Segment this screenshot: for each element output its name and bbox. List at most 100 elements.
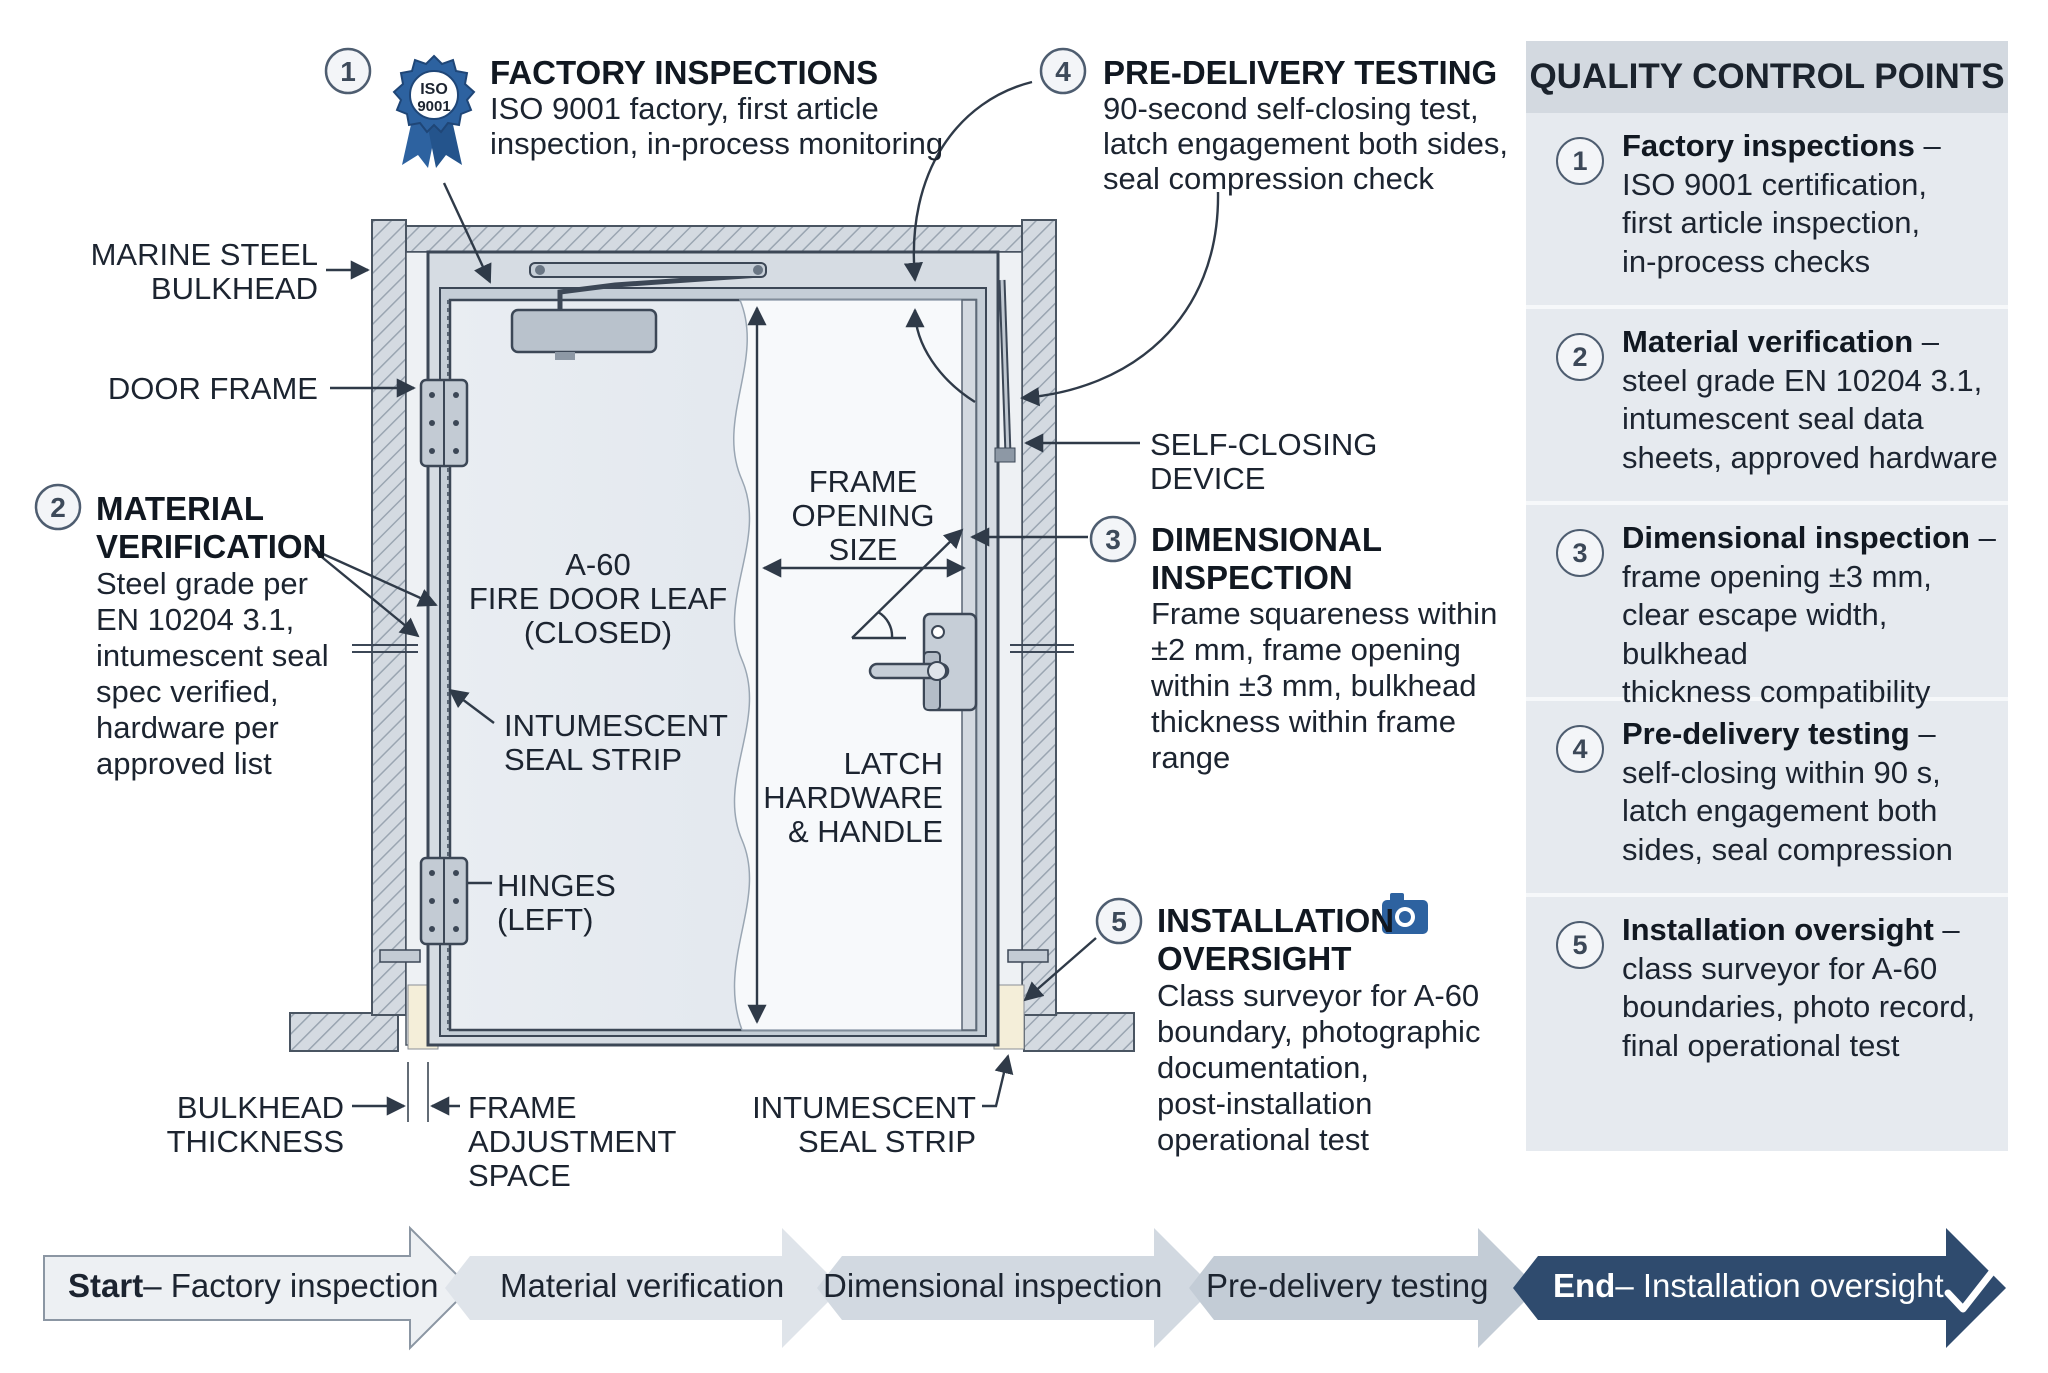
svg-text:A-60: A-60 <box>565 547 630 582</box>
camera-icon <box>1382 893 1428 934</box>
callout-material-verification: MATERIAL VERIFICATION Steel grade per EN… <box>96 490 329 781</box>
svg-text:INTUMESCENT: INTUMESCENT <box>752 1090 976 1125</box>
process-arrow-shapes <box>43 1225 2006 1351</box>
svg-text:DIMENSIONAL: DIMENSIONAL <box>1151 521 1382 558</box>
svg-text:range: range <box>1151 740 1230 775</box>
svg-text:boundary, photographic: boundary, photographic <box>1157 1014 1480 1049</box>
svg-text:HINGES: HINGES <box>497 868 616 903</box>
svg-text:MATERIAL: MATERIAL <box>96 490 264 527</box>
svg-text:PRE-DELIVERY TESTING: PRE-DELIVERY TESTING <box>1103 54 1497 91</box>
svg-text:spec verified,: spec verified, <box>96 674 279 709</box>
qc-item-title: Material verification <box>1622 324 1914 359</box>
svg-text:(CLOSED): (CLOSED) <box>524 615 672 650</box>
svg-text:THICKNESS: THICKNESS <box>167 1124 344 1159</box>
svg-text:(LEFT): (LEFT) <box>497 902 593 937</box>
label-door-leaf: A-60 FIRE DOOR LEAF (CLOSED) <box>469 547 727 650</box>
svg-text:90-second self-closing test,: 90-second self-closing test, <box>1103 91 1479 126</box>
callout-factory-inspections: FACTORY INSPECTIONS ISO 9001 factory, fi… <box>490 54 943 161</box>
svg-text:INTUMESCENT: INTUMESCENT <box>504 708 728 743</box>
svg-text:SEAL STRIP: SEAL STRIP <box>798 1124 976 1159</box>
svg-text:post-installation: post-installation <box>1157 1086 1372 1121</box>
process-step-dimensional-inspection: Dimensional inspection <box>823 1267 1163 1304</box>
label-hinges: HINGES (LEFT) <box>497 868 616 937</box>
iso-badge-line1: ISO <box>420 81 448 98</box>
svg-text:4: 4 <box>1055 56 1071 87</box>
label-frame-adjustment-space: FRAME ADJUSTMENT SPACE <box>468 1090 676 1193</box>
svg-text:1: 1 <box>340 56 356 87</box>
process-step-end: End – Installation oversight <box>1553 1267 1944 1304</box>
qc-number: 5 <box>1556 921 1604 969</box>
svg-text:FRAME: FRAME <box>468 1090 577 1125</box>
label-latch-hardware: LATCH HARDWARE & HANDLE <box>763 746 943 849</box>
svg-text:HARDWARE: HARDWARE <box>763 780 943 815</box>
svg-text:documentation,: documentation, <box>1157 1050 1369 1085</box>
svg-text:OVERSIGHT: OVERSIGHT <box>1157 940 1351 977</box>
callout-number-2: 2 <box>34 483 82 531</box>
svg-text:SPACE: SPACE <box>468 1158 571 1193</box>
floor-left <box>289 1012 399 1052</box>
svg-text:OPENING: OPENING <box>792 498 935 533</box>
door-assembly <box>289 219 1135 1052</box>
svg-text:within ±3 mm, bulkhead: within ±3 mm, bulkhead <box>1150 668 1476 703</box>
iso-badge-line2: 9001 <box>417 98 450 115</box>
label-intumescent-seal-strip-bottom: INTUMESCENT SEAL STRIP <box>752 1090 976 1159</box>
svg-text:thickness within frame: thickness within frame <box>1151 704 1456 739</box>
bulkhead-right <box>1021 219 1057 1016</box>
door-closer-body <box>510 308 658 354</box>
check-icon <box>1944 1268 1996 1313</box>
process-step-start: Start – Factory inspection <box>68 1267 439 1304</box>
svg-text:hardware per: hardware per <box>96 710 279 745</box>
qc-item-factory-inspections: 1 Factory inspections – ISO 9001 certifi… <box>1526 113 2008 309</box>
svg-text:INSPECTION: INSPECTION <box>1151 559 1353 596</box>
qc-item-title: Dimensional inspection <box>1622 520 1970 555</box>
svg-text:EN 10204 3.1,: EN 10204 3.1, <box>96 602 294 637</box>
svg-text:intumescent seal: intumescent seal <box>96 638 329 673</box>
svg-text:FACTORY INSPECTIONS: FACTORY INSPECTIONS <box>490 54 878 91</box>
label-self-closing-device: SELF-CLOSING DEVICE <box>1150 427 1377 496</box>
qc-item-installation-oversight: 5 Installation oversight – class surveyo… <box>1526 897 2008 1093</box>
qc-number: 4 <box>1556 725 1604 773</box>
latch-hardware <box>868 612 978 712</box>
svg-text:Steel grade per: Steel grade per <box>96 566 308 601</box>
callout-pre-delivery-testing: PRE-DELIVERY TESTING 90-second self-clos… <box>1103 54 1508 196</box>
callout-number-1: 1 <box>324 47 372 95</box>
label-marine-steel-bulkhead: MARINE STEEL BULKHEAD <box>91 237 318 306</box>
svg-text:ADJUSTMENT: ADJUSTMENT <box>468 1124 676 1159</box>
label-intumescent-seal-strip-left: INTUMESCENT SEAL STRIP <box>504 708 728 777</box>
quality-control-panel: QUALITY CONTROL POINTS 1 Factory inspect… <box>1526 41 2008 1151</box>
callout-number-3: 3 <box>1089 515 1137 563</box>
svg-text:5: 5 <box>1111 906 1127 937</box>
panel-title: QUALITY CONTROL POINTS <box>1526 41 2008 113</box>
process-step-material-verification: Material verification <box>500 1267 785 1304</box>
iso-9001-badge-icon: ISO 9001 <box>392 54 476 168</box>
svg-text:INSTALLATION: INSTALLATION <box>1157 902 1394 939</box>
qc-item-title: Installation oversight <box>1622 912 1934 947</box>
bulkhead-top <box>405 225 1023 253</box>
callout-number-5: 5 <box>1095 897 1143 945</box>
process-step-pre-delivery-testing: Pre-delivery testing <box>1206 1267 1489 1304</box>
svg-text:seal compression check: seal compression check <box>1103 161 1434 196</box>
svg-text:BULKHEAD: BULKHEAD <box>151 271 318 306</box>
label-frame-opening-size: FRAME OPENING SIZE <box>792 464 935 567</box>
svg-text:SIZE: SIZE <box>829 532 898 567</box>
bulkhead-left <box>371 219 407 1016</box>
svg-text:Frame squareness within: Frame squareness within <box>1151 596 1497 631</box>
label-bulkhead-thickness: BULKHEAD THICKNESS <box>167 1090 344 1159</box>
callout-number-4: 4 <box>1039 47 1087 95</box>
qc-number: 3 <box>1556 529 1604 577</box>
qc-number: 1 <box>1556 137 1604 185</box>
qc-number: 2 <box>1556 333 1604 381</box>
process-flow: Start – Factory inspection Material veri… <box>44 1226 2010 1346</box>
svg-text:approved list: approved list <box>96 746 272 781</box>
callout-dimensional-inspection: DIMENSIONAL INSPECTION Frame squareness … <box>1150 521 1497 775</box>
qc-item-title: Factory inspections <box>1622 128 1915 163</box>
floor-right <box>1023 1012 1135 1052</box>
svg-text:FIRE DOOR LEAF: FIRE DOOR LEAF <box>469 581 727 616</box>
svg-text:2: 2 <box>50 492 66 523</box>
svg-text:Class surveyor for A-60: Class surveyor for A-60 <box>1157 978 1479 1013</box>
svg-text:latch engagement both sides,: latch engagement both sides, <box>1103 126 1508 161</box>
svg-text:SEAL STRIP: SEAL STRIP <box>504 742 682 777</box>
svg-text:& HANDLE: & HANDLE <box>788 814 943 849</box>
qc-item-title: Pre-delivery testing <box>1622 716 1910 751</box>
